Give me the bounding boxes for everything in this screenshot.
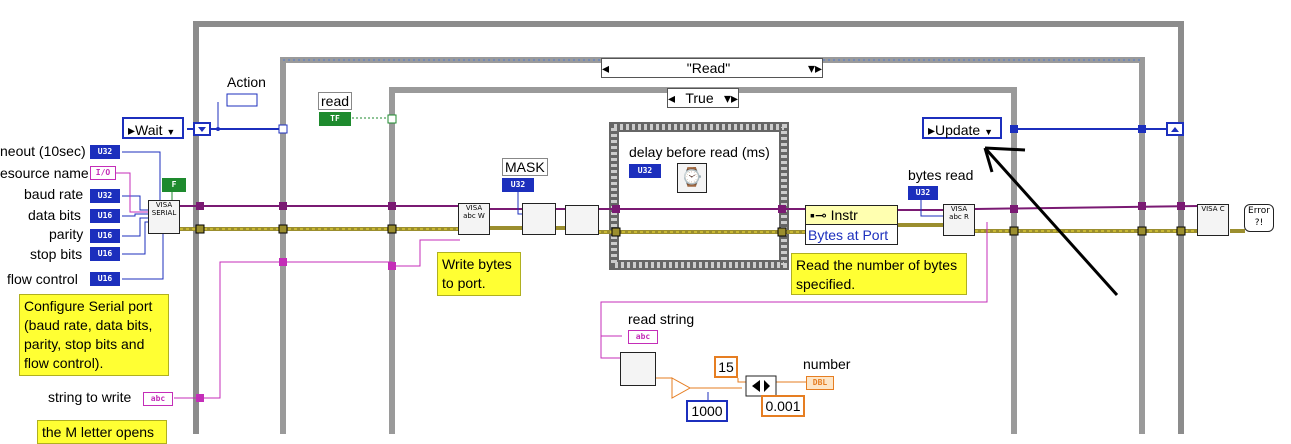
constant-15[interactable]: 15 bbox=[714, 356, 738, 378]
property-node-property[interactable]: Bytes at Port bbox=[808, 227, 889, 243]
visa-read-vi[interactable]: VISA abc R bbox=[943, 204, 975, 236]
property-icon: ▪⊸ bbox=[810, 207, 827, 223]
visa-close-vi[interactable]: VISA C bbox=[1197, 204, 1229, 236]
string-to-write-terminal[interactable]: abc bbox=[143, 392, 173, 406]
visa-configure-serial-vi[interactable]: VISA SERIAL bbox=[148, 200, 180, 234]
flow-control-label: flow control bbox=[7, 271, 78, 287]
visa-set-mask-vi[interactable] bbox=[522, 203, 556, 235]
note-m-letter: the M letter opens bbox=[37, 420, 167, 444]
timeout-terminal[interactable]: U32 bbox=[90, 145, 120, 159]
case-selector-outer[interactable]: ◂ "Read" ▾▸ bbox=[601, 58, 823, 78]
constant-1000[interactable]: 1000 bbox=[686, 400, 728, 422]
enum-arrow-icon: ▸ bbox=[928, 122, 936, 138]
read-string-label: read string bbox=[628, 311, 695, 327]
stop-bits-terminal[interactable]: U16 bbox=[90, 247, 120, 261]
divide-node bbox=[671, 377, 692, 399]
case-dropdown-icon[interactable]: ▾▸ bbox=[723, 90, 738, 106]
sequence-frame bbox=[609, 122, 789, 270]
read-label: read bbox=[318, 92, 353, 110]
select-node bbox=[745, 375, 777, 397]
baud-rate-label: baud rate bbox=[24, 186, 84, 202]
note-write-bytes: Write bytes to port. bbox=[437, 252, 521, 296]
resource-name-label: esource name bbox=[0, 165, 89, 181]
read-terminal[interactable]: TF bbox=[319, 112, 351, 126]
boolean-constant-false[interactable]: F bbox=[162, 178, 186, 192]
bytes-read-terminal[interactable]: U32 bbox=[908, 186, 938, 200]
timeout-label: neout (10sec) bbox=[0, 143, 86, 159]
number-terminal[interactable]: DBL bbox=[806, 376, 834, 390]
action-label: Action bbox=[227, 74, 266, 90]
prev-case-icon[interactable]: ◂ bbox=[668, 90, 676, 106]
constant-0001[interactable]: 0.001 bbox=[761, 395, 805, 417]
annotation-arrow bbox=[983, 146, 1119, 297]
prev-case-icon[interactable]: ◂ bbox=[602, 60, 610, 76]
visa-flush-vi[interactable] bbox=[565, 205, 599, 235]
update-enum-constant[interactable]: ▸Update ▼ bbox=[922, 117, 1002, 139]
dropdown-arrow-icon: ▼ bbox=[166, 127, 176, 137]
mask-terminal[interactable]: U32 bbox=[502, 178, 534, 192]
bytes-read-label: bytes read bbox=[908, 167, 974, 183]
mask-label: MASK bbox=[502, 158, 548, 176]
note-configure-serial: Configure Serial port (baud rate, data b… bbox=[19, 294, 169, 376]
property-node[interactable]: ▪⊸ Instr Bytes at Port bbox=[805, 205, 898, 245]
delay-terminal[interactable]: U32 bbox=[629, 164, 661, 178]
scan-from-string-vi[interactable] bbox=[620, 352, 656, 386]
visa-write-vi[interactable]: VISA abc W bbox=[458, 203, 490, 235]
parity-terminal[interactable]: U16 bbox=[90, 229, 120, 243]
dropdown-arrow-icon: ▼ bbox=[984, 127, 993, 137]
case-selector-inner[interactable]: ◂ True ▾▸ bbox=[667, 88, 739, 108]
note-read-number: Read the number of bytes specified. bbox=[791, 253, 967, 295]
string-to-write-label: string to write bbox=[48, 389, 132, 405]
flow-control-terminal[interactable]: U16 bbox=[90, 272, 120, 286]
wait-ms-icon[interactable]: ⌚ bbox=[677, 163, 707, 193]
delay-label: delay before read (ms) bbox=[629, 144, 770, 160]
data-bits-label: data bits bbox=[28, 207, 81, 223]
baud-rate-terminal[interactable]: U32 bbox=[90, 189, 120, 203]
property-node-class: ▪⊸ Instr bbox=[806, 206, 897, 225]
number-label: number bbox=[803, 356, 851, 372]
wait-enum-constant[interactable]: ▸Wait ▼ bbox=[122, 117, 184, 139]
read-string-terminal[interactable]: abc bbox=[628, 330, 658, 344]
parity-label: parity bbox=[49, 226, 84, 242]
case-dropdown-icon[interactable]: ▾▸ bbox=[807, 60, 822, 76]
resource-name-terminal[interactable]: I/O bbox=[90, 166, 116, 180]
stop-bits-label: stop bits bbox=[30, 246, 83, 262]
simple-error-handler-vi[interactable]: Error ?! bbox=[1244, 204, 1274, 232]
enum-arrow-icon: ▸ bbox=[128, 122, 136, 138]
data-bits-terminal[interactable]: U16 bbox=[90, 209, 120, 223]
